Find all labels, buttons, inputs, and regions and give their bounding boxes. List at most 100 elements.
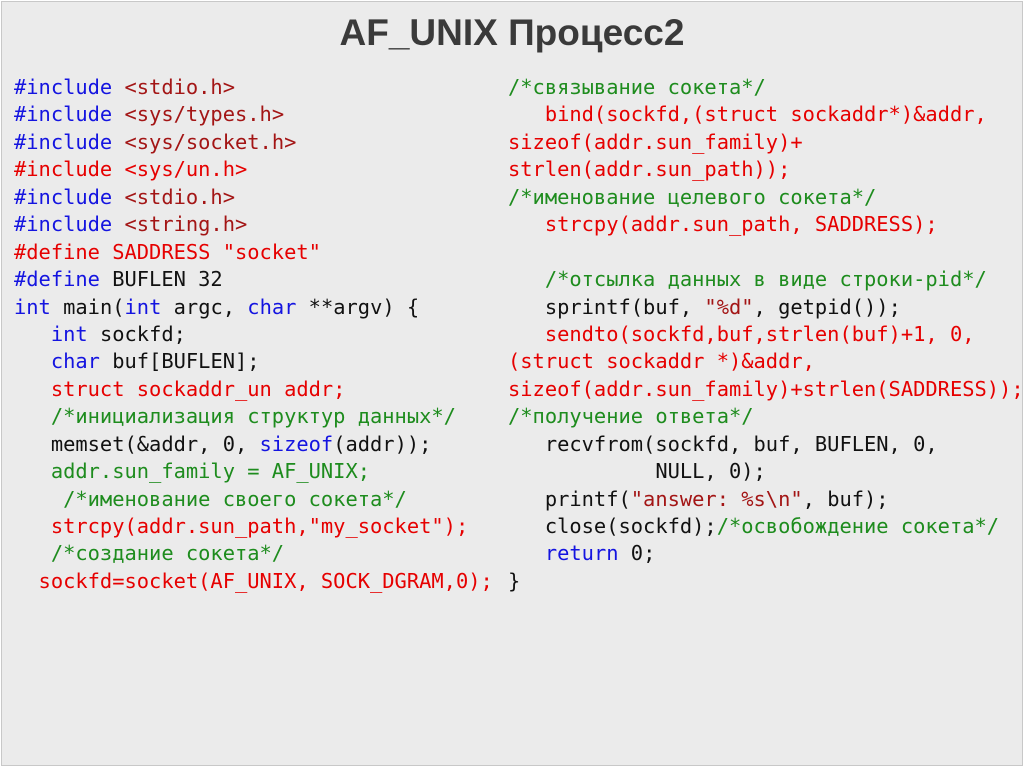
code-token: #include bbox=[14, 212, 125, 237]
code-token: /*именование целевого сокета*/ bbox=[508, 184, 877, 209]
code-token: <string.h> bbox=[124, 212, 248, 237]
code-token: **argv) { bbox=[296, 294, 420, 319]
code-line: /*именование своего сокета*/ bbox=[14, 486, 493, 513]
code-token: memset(&addr, 0, bbox=[14, 431, 260, 456]
code-line: sendto(sockfd,buf,strlen(buf)+1, 0, bbox=[508, 321, 1024, 348]
code-token: close(sockfd); bbox=[508, 514, 717, 538]
code-token: /*связывание сокета*/ bbox=[508, 75, 766, 99]
code-line: strlen(addr.sun_path)); bbox=[508, 156, 1024, 183]
code-token: /*получение ответа*/ bbox=[508, 404, 754, 429]
code-token: argc, bbox=[161, 294, 248, 319]
code-line: #define BUFLEN 32 bbox=[14, 266, 493, 293]
code-line: recvfrom(sockfd, buf, BUFLEN, 0, bbox=[508, 431, 1024, 458]
code-token: /*отсылка данных в виде строки-pid*/ bbox=[508, 267, 987, 292]
code-token: "%d" bbox=[704, 294, 754, 319]
code-token: #include bbox=[14, 75, 125, 99]
code-line: strcpy(addr.sun_path,"my_socket"); bbox=[14, 513, 493, 540]
code-line: #include <string.h> bbox=[14, 211, 493, 238]
code-line: struct sockaddr_un addr; bbox=[14, 376, 493, 403]
code-line: sockfd=socket(AF_UNIX, SOCK_DGRAM,0); bbox=[14, 568, 493, 595]
code-line: int sockfd; bbox=[14, 321, 493, 348]
code-token: sendto(sockfd,buf,strlen(buf)+1, 0, bbox=[508, 321, 975, 346]
code-line: return 0; bbox=[508, 540, 1024, 567]
code-token: return bbox=[544, 541, 619, 566]
code-token: NULL, 0); bbox=[508, 459, 766, 484]
code-token: <stdio.h> bbox=[124, 75, 236, 99]
code-token: int bbox=[14, 294, 51, 319]
code-token: sizeof bbox=[259, 431, 334, 456]
code-token: int bbox=[50, 321, 88, 346]
code-line: int main(int argc, char **argv) { bbox=[14, 294, 493, 321]
slide-title: AF_UNIX Процесс2 bbox=[339, 12, 685, 53]
code-token: sizeof(addr.sun_family)+strlen(SADDRESS)… bbox=[508, 376, 1024, 401]
code-line: printf("answer: %s\n", buf); bbox=[508, 486, 1024, 513]
code-token: } bbox=[508, 568, 521, 593]
code-token: sizeof(addr.sun_family)+ bbox=[508, 129, 803, 154]
code-line: sizeof(addr.sun_family)+strlen(SADDRESS)… bbox=[508, 376, 1024, 403]
code-token: printf( bbox=[508, 486, 631, 511]
code-line: /*связывание сокета*/ bbox=[508, 74, 1024, 101]
code-line bbox=[508, 239, 1024, 266]
code-block-left: #include <stdio.h>#include <sys/types.h>… bbox=[14, 74, 493, 595]
code-token: addr.sun_family = AF_UNIX; bbox=[14, 459, 371, 484]
code-line: /*получение ответа*/ bbox=[508, 403, 1024, 430]
code-token: #include bbox=[14, 129, 125, 154]
code-line: sprintf(buf, "%d", getpid()); bbox=[508, 294, 1024, 321]
code-block-right: /*связывание сокета*/ bind(sockfd,(struc… bbox=[508, 74, 1024, 595]
code-token: #include <sys/un.h> bbox=[14, 157, 248, 182]
code-token: bind(sockfd,(struct sockaddr*)&addr, bbox=[508, 102, 987, 127]
code-line: #include <stdio.h> bbox=[14, 74, 493, 101]
code-line: #include <sys/un.h> bbox=[14, 156, 493, 183]
code-token: strcpy(addr.sun_path, SADDRESS); bbox=[508, 212, 938, 237]
code-token: /*инициализация структур данных*/ bbox=[14, 404, 456, 429]
code-line: #define SADDRESS "socket" bbox=[14, 239, 493, 266]
code-token: #include bbox=[14, 102, 125, 127]
code-token: <stdio.h> bbox=[124, 184, 236, 209]
code-token: #include bbox=[14, 184, 125, 209]
code-token: BUFLEN 32 bbox=[112, 267, 223, 292]
code-token: #define SADDRESS "socket" bbox=[14, 239, 321, 264]
code-token: (struct sockaddr *)&addr, bbox=[508, 349, 815, 374]
code-token bbox=[14, 322, 51, 346]
code-token: char bbox=[247, 294, 297, 319]
code-token: buf[BUFLEN]; bbox=[99, 349, 260, 374]
code-token: /*освобождение сокета*/ bbox=[716, 514, 1000, 538]
code-token: /*именование своего сокета*/ bbox=[14, 486, 407, 511]
code-line: /*создание сокета*/ bbox=[14, 540, 493, 567]
code-line: /*инициализация структур данных*/ bbox=[14, 403, 493, 430]
code-line: sizeof(addr.sun_family)+ bbox=[508, 129, 1024, 156]
code-token: recvfrom(sockfd, buf, BUFLEN, 0, bbox=[508, 431, 938, 456]
code-token: struct sockaddr_un addr; bbox=[14, 376, 346, 401]
code-token: char bbox=[50, 349, 100, 374]
code-line: close(sockfd);/*освобождение сокета*/ bbox=[508, 513, 1024, 540]
code-token: sockfd=socket(AF_UNIX, SOCK_DGRAM,0); bbox=[14, 568, 493, 593]
code-token: (addr)); bbox=[333, 431, 432, 456]
code-line: strcpy(addr.sun_path, SADDRESS); bbox=[508, 211, 1024, 238]
code-token: main( bbox=[50, 294, 125, 319]
code-token: , getpid()); bbox=[753, 294, 901, 319]
code-token: strlen(addr.sun_path)); bbox=[508, 157, 791, 182]
code-line: (struct sockaddr *)&addr, bbox=[508, 348, 1024, 375]
code-token: <sys/socket.h> bbox=[124, 129, 297, 154]
code-token: sockfd; bbox=[87, 321, 186, 346]
code-line: /*отсылка данных в виде строки-pid*/ bbox=[508, 266, 1024, 293]
code-token: strcpy(addr.sun_path,"my_socket"); bbox=[14, 514, 469, 538]
code-token: sprintf(buf, bbox=[508, 294, 705, 319]
code-token: int bbox=[124, 294, 162, 319]
code-line: NULL, 0); bbox=[508, 458, 1024, 485]
code-token: <sys/types.h> bbox=[124, 102, 285, 127]
code-line: bind(sockfd,(struct sockaddr*)&addr, bbox=[508, 101, 1024, 128]
code-line: addr.sun_family = AF_UNIX; bbox=[14, 458, 493, 485]
code-token bbox=[508, 541, 545, 565]
code-line: } bbox=[508, 568, 1024, 595]
code-token bbox=[14, 349, 51, 373]
code-token: /*создание сокета*/ bbox=[14, 541, 285, 566]
code-token: , buf); bbox=[802, 486, 889, 511]
code-token: #define bbox=[14, 267, 113, 292]
code-line: char buf[BUFLEN]; bbox=[14, 348, 493, 375]
code-line: memset(&addr, 0, sizeof(addr)); bbox=[14, 431, 493, 458]
code-token: "answer: %s\n" bbox=[630, 486, 803, 511]
code-line: /*именование целевого сокета*/ bbox=[508, 184, 1024, 211]
code-token: 0; bbox=[618, 541, 656, 566]
